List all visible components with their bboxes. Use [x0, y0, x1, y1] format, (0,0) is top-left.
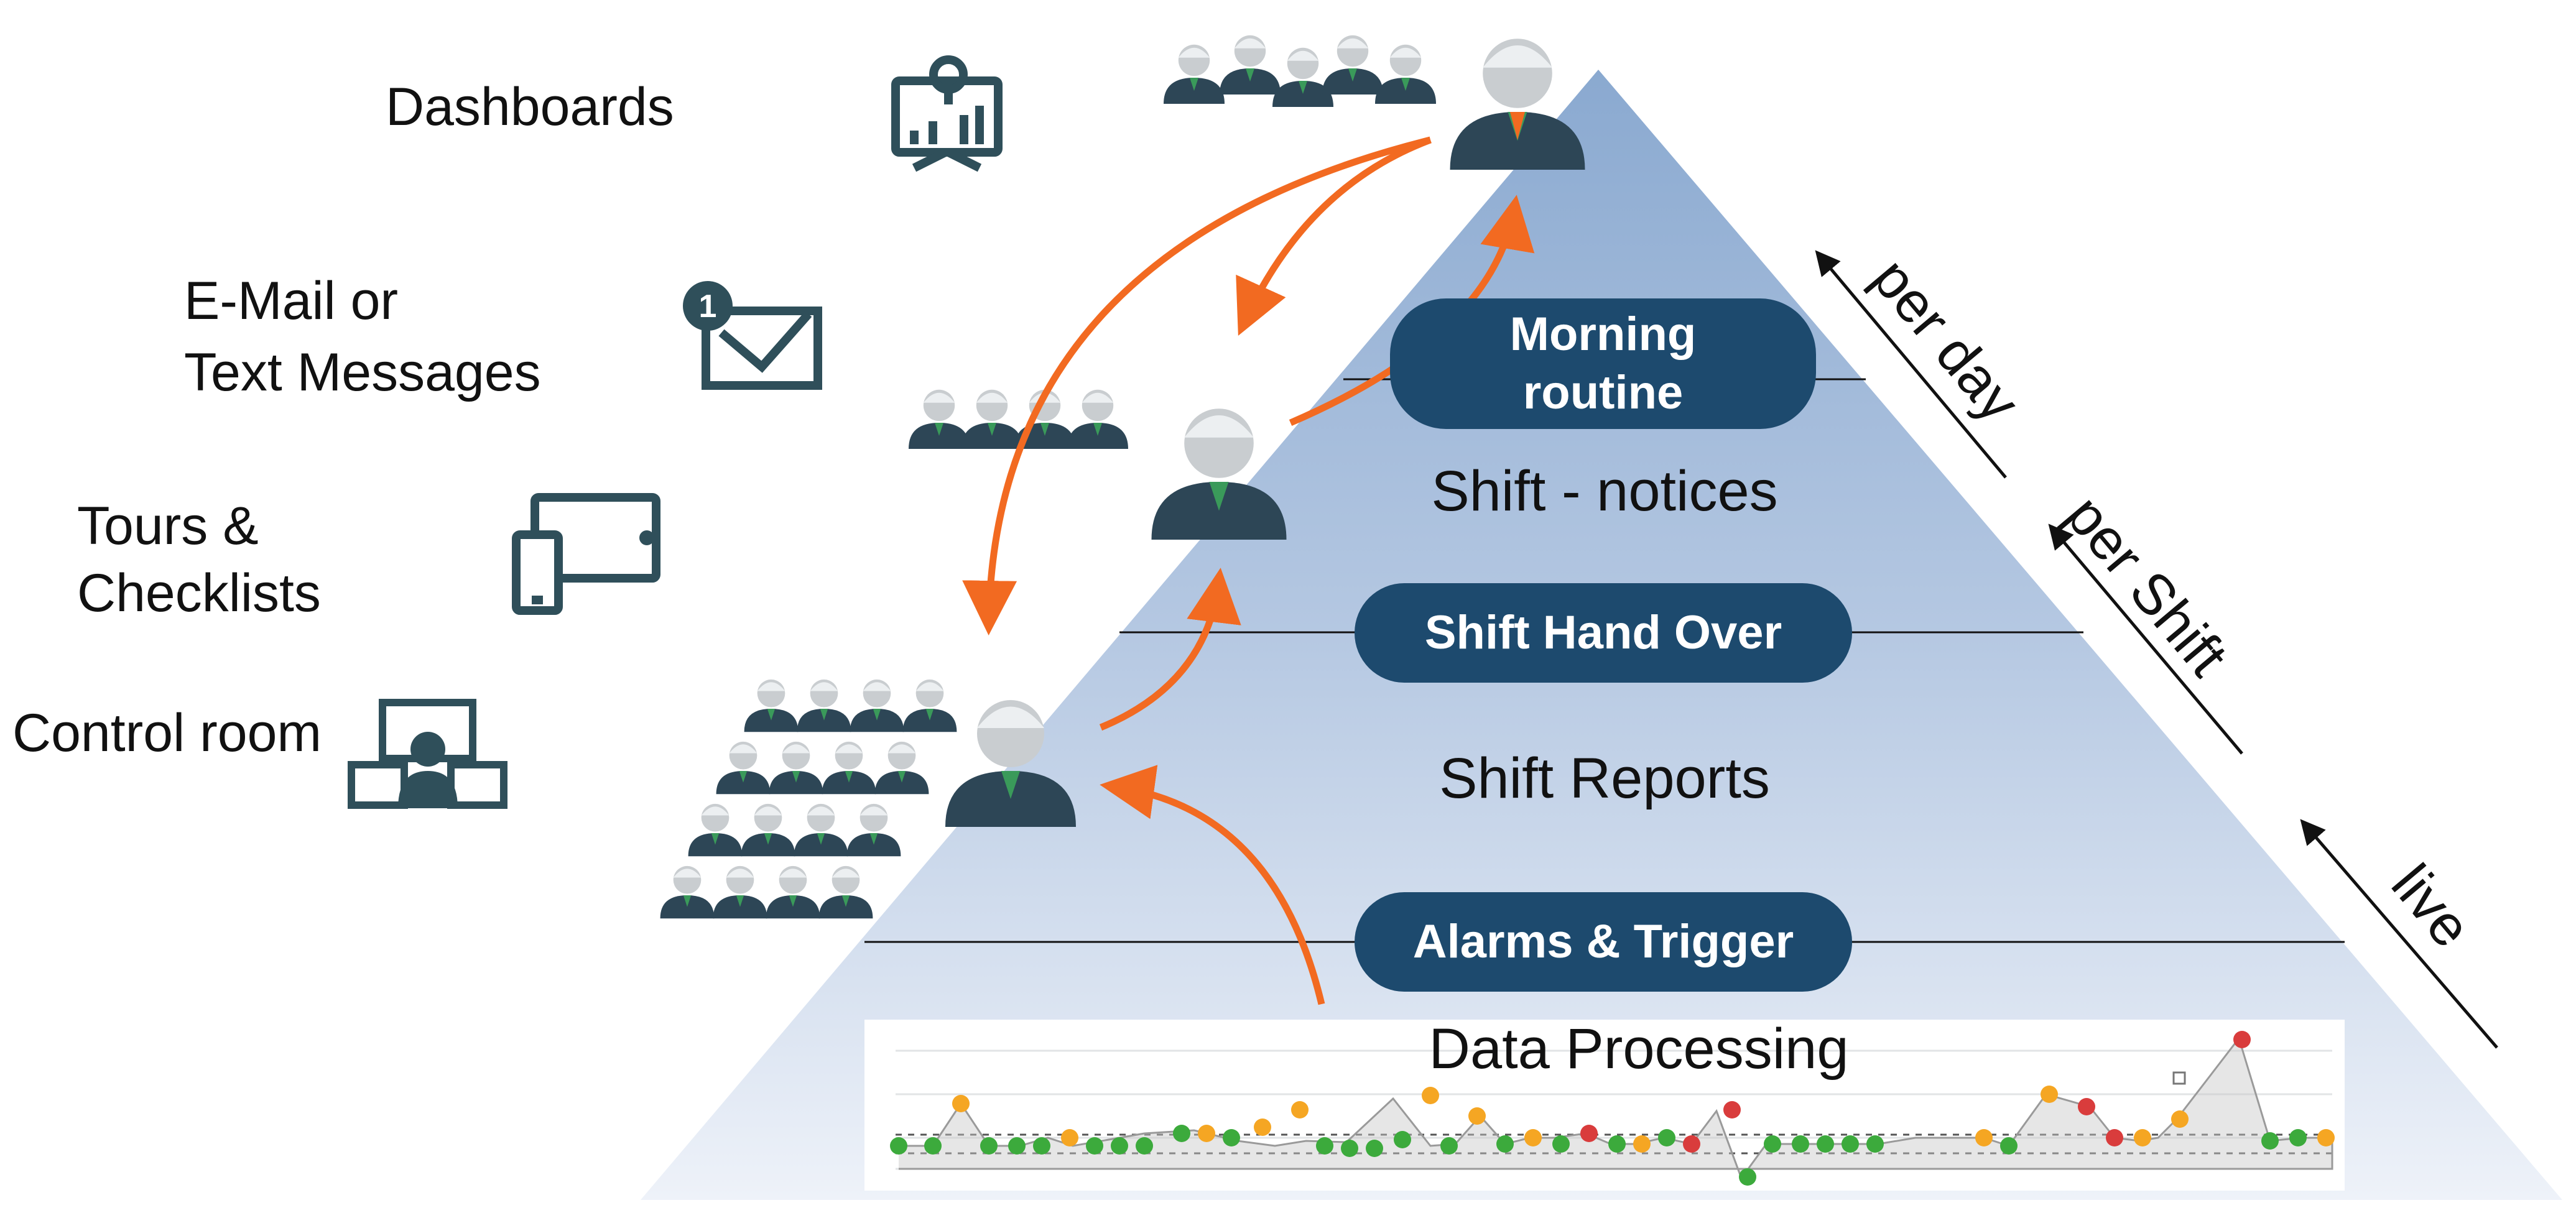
channel-tours-label-line1: Tours & [77, 496, 259, 556]
engineer-group [909, 389, 1128, 449]
email-icon: 1 [683, 281, 822, 390]
svg-text:1: 1 [699, 288, 717, 325]
shift-handover-pill: Shift Hand Over [1355, 583, 1852, 683]
manager-icon [1450, 39, 1585, 170]
control-room-icon [348, 699, 507, 809]
per-day-arrow [1815, 250, 2007, 479]
flow-data-to-worker [1100, 765, 1325, 1005]
morning-routine-line2: routine [1522, 366, 1684, 419]
dashboard-icon [891, 55, 1003, 172]
live-arrow [2300, 819, 2498, 1049]
manager-group [1164, 35, 1436, 107]
tablet-phone-icon [512, 493, 660, 615]
data-processing-label: Data Processing [1429, 1017, 1849, 1081]
shift-reports-label: Shift Reports [1439, 747, 1770, 810]
flow-worker-to-engineer [1099, 568, 1241, 731]
flow-manager-to-engineer [1236, 136, 1432, 336]
channel-email-label-line2: Text Messages [184, 343, 541, 402]
shift-notices-label: Shift - notices [1431, 459, 1778, 523]
alarms-trigger-pill: Alarms & Trigger [1355, 892, 1852, 992]
per-shift-arrow [2048, 523, 2243, 755]
morning-routine-line1: Morning [1509, 308, 1697, 361]
channel-email-label-line1: E-Mail or [184, 271, 399, 331]
channel-control-room-label: Control room [12, 703, 322, 763]
morning-routine-pill: Morning routine [1390, 298, 1816, 429]
flow-manager-to-worker [962, 136, 1432, 635]
data-processing-panel [864, 1020, 2345, 1191]
channel-tours-label-line2: Checklists [77, 563, 321, 623]
channel-dashboards-label: Dashboards [386, 77, 674, 137]
data-processing-dots [890, 1031, 2335, 1186]
